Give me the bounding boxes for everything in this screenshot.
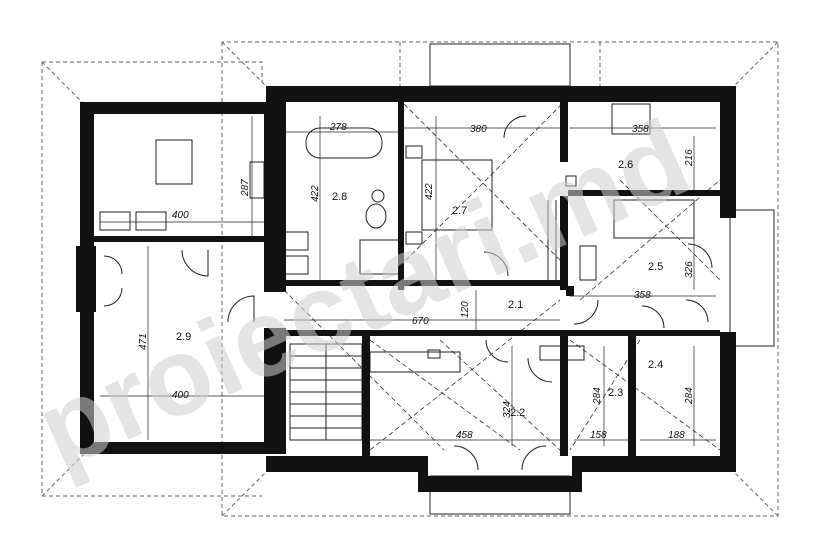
dim-422-right: 422	[424, 183, 435, 200]
stair	[289, 343, 363, 441]
dim-278: 278	[329, 122, 347, 133]
walls	[76, 86, 736, 492]
dim-458: 458	[456, 430, 473, 441]
room-label-2-9: 2.9	[176, 331, 191, 343]
dim-284-right: 284	[684, 387, 695, 405]
room-label-2-6: 2.6	[618, 159, 633, 171]
room-label-2-1: 2.1	[508, 299, 523, 311]
dim-120: 120	[460, 301, 471, 318]
dim-358-mid: 358	[634, 290, 651, 301]
dim-158: 158	[590, 430, 607, 441]
room-label-2-3: 2.3	[608, 387, 623, 399]
dim-188: 188	[668, 430, 685, 441]
dim-326: 326	[684, 261, 695, 278]
dim-670: 670	[412, 316, 429, 327]
dim-380: 380	[470, 124, 487, 135]
dim-216: 216	[684, 149, 695, 167]
dimension-labels: 278 380 358 216 287 400 422 422 326 358 …	[138, 122, 695, 441]
dim-422-left: 422	[310, 185, 321, 202]
dim-471: 471	[138, 333, 149, 350]
dim-400-bottom: 400	[172, 390, 189, 401]
room-label-2-8: 2.8	[332, 191, 347, 203]
dim-284-left: 284	[592, 387, 603, 405]
room-label-2-2: 2.2	[510, 407, 525, 419]
room-labels: 2.1 2.2 2.3 2.4 2.5 2.6 2.7 2.8 2.9	[176, 159, 663, 419]
room-label-2-4: 2.4	[648, 359, 663, 371]
dim-358-top: 358	[632, 124, 649, 135]
room-label-2-7: 2.7	[452, 205, 467, 217]
dim-400-top: 400	[172, 210, 189, 221]
roof-outline	[41, 41, 779, 517]
dim-324: 324	[502, 401, 513, 418]
dimension-lines	[100, 116, 716, 446]
dim-287: 287	[240, 179, 251, 197]
interior-lines	[99, 103, 713, 471]
room-label-2-5: 2.5	[648, 261, 663, 273]
